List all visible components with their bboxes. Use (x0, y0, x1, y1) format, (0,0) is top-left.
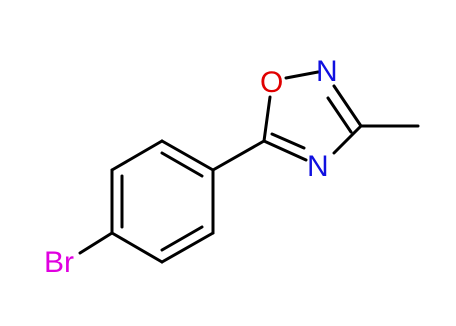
bond-n2-c3-inner (326, 96, 353, 134)
oxadiazole-ring (262, 70, 363, 162)
bond-ring-c4-c5 (110, 231, 164, 264)
nitrogen-bottom-atom-label: N (307, 150, 329, 183)
benzene-ring (110, 139, 215, 264)
bond-c3-n4 (332, 124, 363, 155)
bond-ring-c1-c2-inner (160, 151, 204, 178)
nitrogen-top-atom-label: N (316, 55, 338, 88)
bromine-atom-label: Br (44, 246, 74, 279)
bond-o1-n2 (284, 70, 320, 80)
bond-c5-o1 (262, 95, 272, 143)
bond-c-br (78, 231, 114, 255)
bond-ring-c1-c2 (160, 139, 215, 172)
bond-ring-c5-c6-inner (160, 225, 204, 252)
bond-n4-c5-inner (270, 132, 306, 150)
bond-n2-c3 (332, 84, 363, 128)
bond-phenyl-oxadiazole (211, 139, 266, 172)
bond-ring-c5-c6 (160, 231, 215, 264)
bond-n4-c5 (262, 139, 308, 162)
oxygen-atom-label: O (260, 66, 283, 99)
bond-ring-c2-c3 (110, 139, 164, 172)
